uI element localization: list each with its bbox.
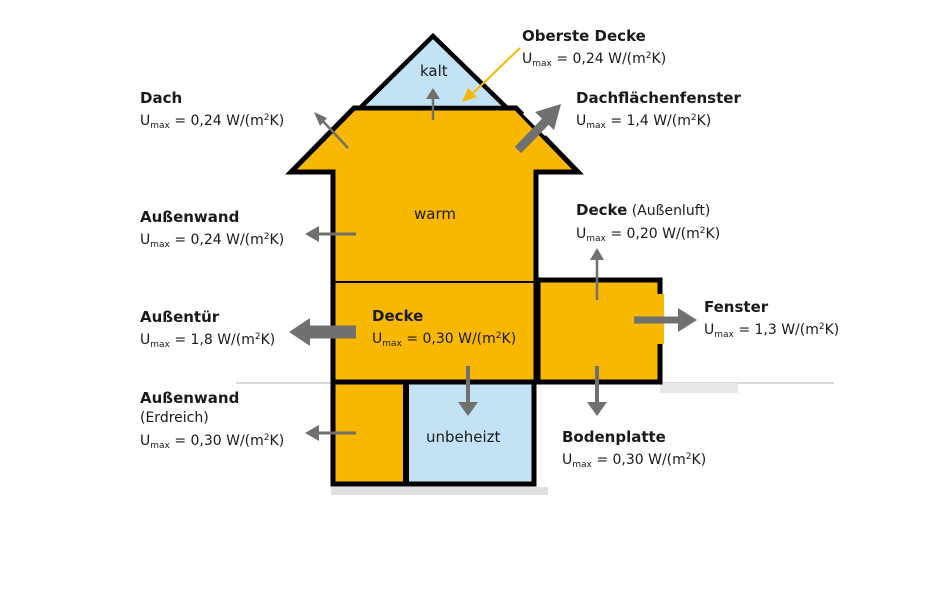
arrow-window-head [678, 308, 697, 332]
arrow-roof [319, 117, 349, 149]
label-aussenwand: Außenwand Umax = 0,24 W/(m2K) [140, 207, 284, 255]
label-dach-title: Dach [140, 89, 183, 107]
arrow-roof-head [314, 112, 327, 126]
arrow-basement-wall-head [305, 425, 319, 441]
heat-arrows [289, 88, 697, 441]
label-dach: Dach Umax = 0,24 W/(m2K) [140, 88, 284, 136]
arrow-attic-up-head [426, 88, 440, 99]
label-dachflaechenfenster-value: Umax = 1,4 W/(m2K) [576, 113, 712, 131]
label-oberste-decke: Oberste Decke Umax = 0,24 W/(m2K) [522, 26, 666, 74]
arrow-skylight [514, 115, 552, 154]
label-fenster-title: Fenster [704, 298, 769, 316]
arrow-door-head [289, 318, 310, 346]
zone-label-cold: kalt [420, 62, 448, 80]
arrow-oberste-decke-pointer-head [462, 88, 477, 102]
label-aussenwand-erdreich: Außenwand (Erdreich) Umax = 0,30 W/(m2K) [140, 388, 284, 456]
label-aussentuer: Außentür Umax = 1,8 W/(m2K) [140, 307, 275, 355]
skylight [522, 111, 548, 137]
label-bodenplatte: Bodenplatte Umax = 0,30 W/(m2K) [562, 427, 706, 475]
label-fenster: Fenster Umax = 1,3 W/(m2K) [704, 297, 839, 345]
arrow-annex-up-head [590, 248, 604, 260]
arrow-oberste-decke-pointer [469, 47, 521, 97]
label-decke: Decke Umax = 0,30 W/(m2K) [372, 306, 516, 354]
arrow-floor-down-head [587, 402, 607, 416]
label-oberste-decke-title: Oberste Decke [522, 27, 646, 45]
label-decke-aussenluft-title: Decke [576, 201, 628, 219]
label-aussentuer-value: Umax = 1,8 W/(m2K) [140, 332, 276, 350]
label-fenster-value: Umax = 1,3 W/(m2K) [704, 322, 840, 340]
label-aussenwand-value: Umax = 0,24 W/(m2K) [140, 232, 285, 250]
ground-slab-right [660, 383, 738, 393]
arrow-skylight-head [535, 104, 561, 130]
label-decke-aussenluft-value: Umax = 0,20 W/(m2K) [576, 226, 721, 244]
label-dachflaechenfenster: Dachflächenfenster Umax = 1,4 W/(m2K) [576, 88, 741, 136]
label-aussenwand-title: Außenwand [140, 208, 240, 226]
label-aussenwand-erdreich-title: Außenwand [140, 389, 240, 407]
label-aussentuer-title: Außentür [140, 308, 220, 326]
label-oberste-decke-value: Umax = 0,24 W/(m2K) [522, 51, 667, 69]
label-dachflaechenfenster-title: Dachflächenfenster [576, 89, 741, 107]
ground-slab-left [331, 487, 548, 495]
label-bodenplatte-title: Bodenplatte [562, 428, 666, 446]
label-aussenwand-erdreich-subtitle: (Erdreich) [140, 410, 209, 426]
arrow-ceiling-down-head [458, 402, 478, 416]
zone-label-warm: warm [414, 205, 456, 223]
arrow-wall-upper-head [305, 226, 319, 242]
label-decke-aussenluft-suffix: (Außenluft) [631, 203, 711, 219]
label-decke-aussenluft: Decke (Außenluft) Umax = 0,20 W/(m2K) [576, 200, 720, 249]
label-bodenplatte-value: Umax = 0,30 W/(m2K) [562, 452, 707, 470]
label-decke-value: Umax = 0,30 W/(m2K) [372, 331, 517, 349]
label-dach-value: Umax = 0,24 W/(m2K) [140, 113, 285, 131]
label-decke-title: Decke [372, 307, 424, 325]
zone-label-unheated: unbeheizt [426, 428, 501, 446]
label-aussenwand-erdreich-value: Umax = 0,30 W/(m2K) [140, 433, 285, 451]
